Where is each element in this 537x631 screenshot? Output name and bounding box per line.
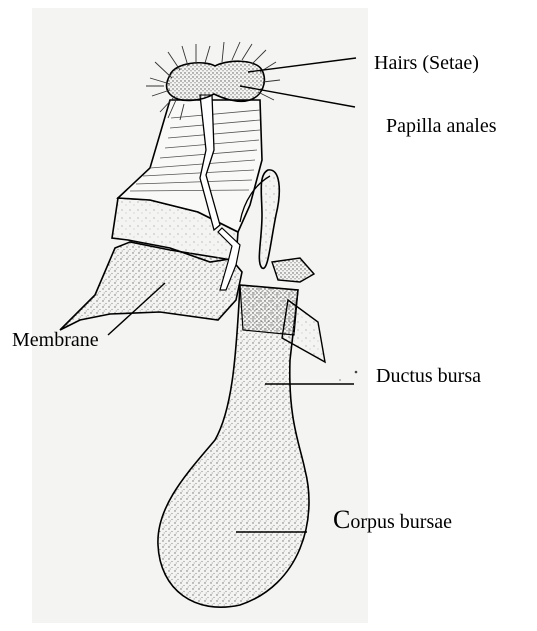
label-hairs-setae: Hairs (Setae) [374,53,479,73]
speck [339,379,341,381]
speck [355,371,358,374]
label-ductus-bursa: Ductus bursa [376,366,481,386]
label-papilla-anales: Papilla anales [386,116,497,136]
label-corpus-initial: C [333,505,350,534]
label-corpus-rest: orpus bursae [350,511,452,533]
label-membrane: Membrane [12,330,99,350]
papilla-anales-shape [167,61,265,101]
label-corpus-bursae: Corpus bursae [333,507,452,533]
